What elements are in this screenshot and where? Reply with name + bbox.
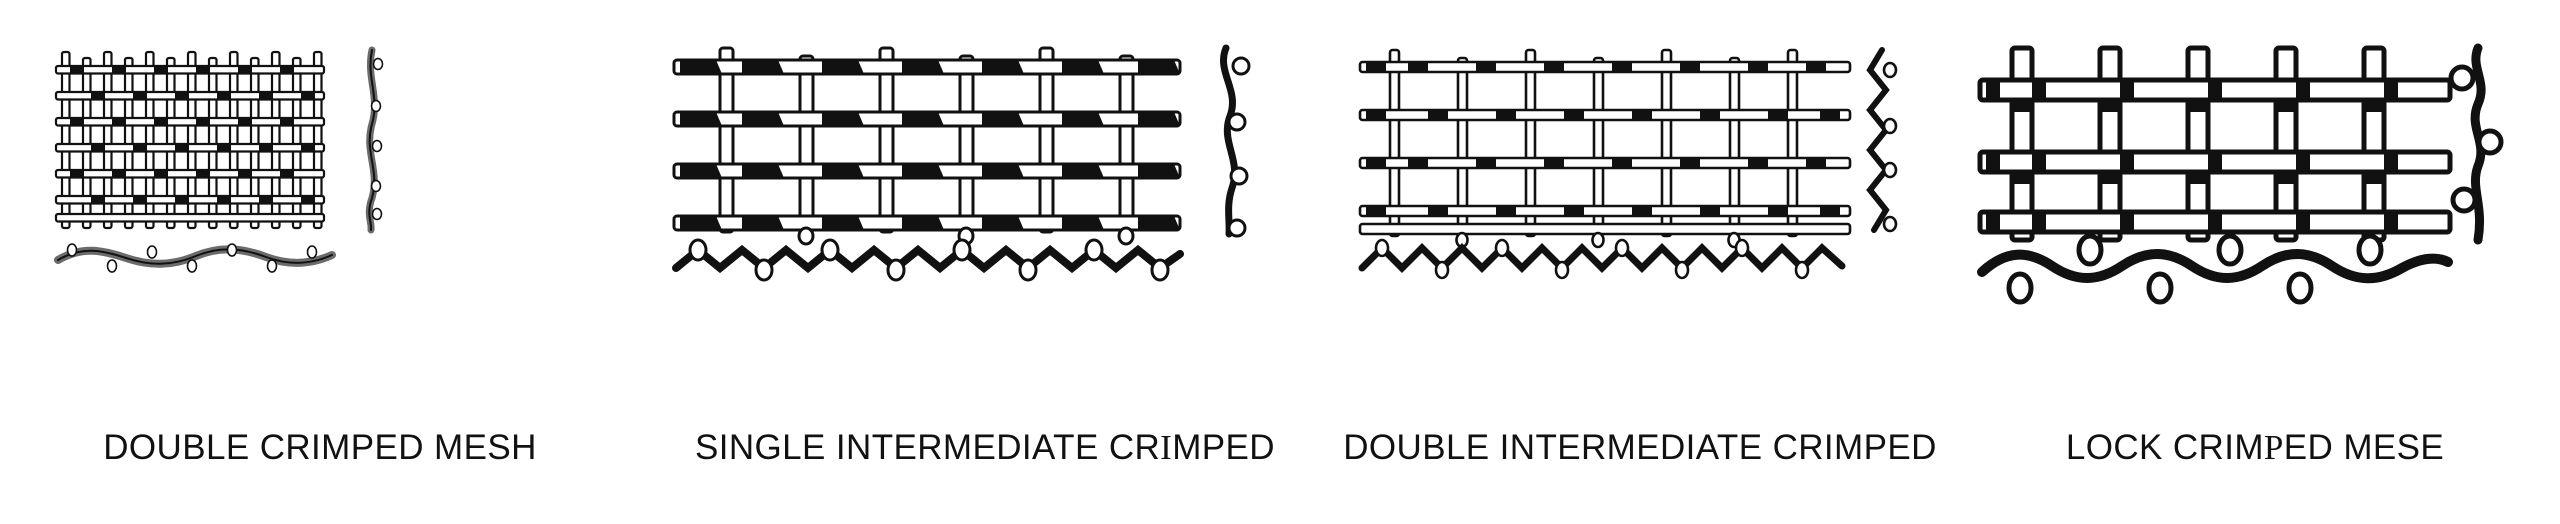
- side-crimp-profile-lock-crimped: [2448, 43, 2504, 245]
- mesh-grid-coarse: [672, 46, 1182, 234]
- intermediate-crimp-marks: [680, 60, 1180, 230]
- double-intermediate-crimp-marks: [1366, 62, 1840, 216]
- mesh-grid-bold-lock: [1977, 45, 2453, 243]
- panel-label-part-after: MPED: [1172, 428, 1275, 467]
- lock-crimp-knuckles: [1986, 80, 2398, 232]
- mesh-grid-fine: [54, 50, 326, 230]
- panel-single-intermediate-crimped: SINGLE INTERMEDIATE CRIMPED: [640, 0, 1330, 524]
- side-crimp-profile-double-intermediate: [1866, 47, 1898, 233]
- panel-label-double-intermediate-crimped: DOUBLE INTERMEDIATE CRIMPED: [1343, 428, 1937, 467]
- panel-label-part-before: LOCK CRIM: [2065, 428, 2264, 467]
- figure-single-intermediate-crimped: [640, 0, 1330, 430]
- panel-label-odd-glyph: P: [2263, 428, 2284, 467]
- panel-lock-crimped-mese: LOCK CRIMPED MESE: [1950, 0, 2560, 524]
- panel-double-crimped-mesh: DOUBLE CRIMPED MESH: [0, 0, 640, 524]
- mesh-bottom-knuckles: [1455, 231, 1741, 249]
- bottom-crimp-profile-lock-crimped: [1977, 233, 2453, 305]
- figure-double-crimped-mesh: [0, 0, 640, 430]
- panel-label-double-crimped-mesh: DOUBLE CRIMPED MESH: [103, 428, 537, 467]
- panel-label-part-before: SINGLE INTERMEDIATE CR: [695, 428, 1161, 467]
- weave-knuckles: [70, 66, 315, 204]
- bottom-crimp-profile-double-intermediate: [1358, 238, 1846, 280]
- panel-label-part-after: ED MESE: [2283, 428, 2445, 467]
- figure-lock-crimped-mese: [1950, 0, 2560, 430]
- panel-double-intermediate-crimped: DOUBLE INTERMEDIATE CRIMPED: [1330, 0, 1950, 524]
- mesh-bottom-knuckles: [797, 226, 1135, 246]
- figure-double-intermediate-crimped: [1330, 0, 1950, 430]
- bottom-crimp-profile-single-intermediate: [672, 238, 1184, 282]
- side-crimp-profile-single-intermediate: [1220, 44, 1251, 238]
- bottom-crimp-profile-double-crimped: [54, 243, 336, 273]
- panel-label-single-intermediate-crimped: SINGLE INTERMEDIATE CRIMPED: [640, 430, 1330, 465]
- panel-label-lock-crimped-mese: LOCK CRIMPED MESE: [1950, 430, 2560, 465]
- panel-label-odd-glyph: I: [1160, 428, 1173, 467]
- side-crimp-profile-double-crimped: [365, 46, 384, 234]
